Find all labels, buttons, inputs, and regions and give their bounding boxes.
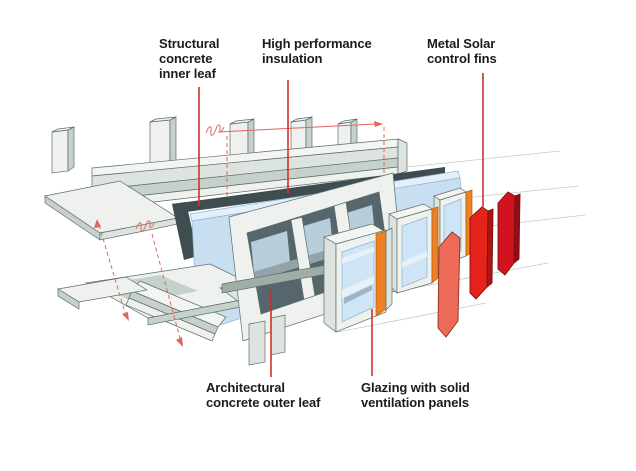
label-architectural-concrete-outer-leaf: Architectural concrete outer leaf	[206, 380, 321, 410]
label-line: Architectural	[206, 380, 285, 395]
solar-fin-back	[497, 191, 516, 276]
label-structural-concrete-inner-leaf: Structural concrete inner leaf	[159, 36, 220, 81]
label-line: Glazing with solid	[361, 380, 470, 395]
leader-lines	[198, 73, 484, 377]
label-high-performance-insulation: High performance insulation	[262, 36, 372, 66]
concrete-columns	[51, 116, 358, 174]
label-line: ventilation panels	[361, 395, 470, 410]
top-gutter-beam	[91, 138, 408, 210]
label-line: concrete	[159, 51, 213, 66]
label-line: control fins	[427, 51, 497, 66]
squiggle-mark	[205, 124, 225, 136]
label-line: inner leaf	[159, 66, 216, 81]
label-line: Structural	[159, 36, 220, 51]
label-metal-solar-control-fins: Metal Solar control fins	[427, 36, 497, 66]
solar-control-fins	[437, 191, 521, 338]
glazing-unit-middle	[388, 203, 439, 294]
label-glazing-ventilation-panels: Glazing with solid ventilation panels	[361, 380, 470, 410]
label-line: concrete outer leaf	[206, 395, 321, 410]
solar-fin-front	[437, 231, 461, 338]
label-line: High performance	[262, 36, 372, 51]
upper-slab-plate	[44, 180, 179, 241]
label-line: Metal Solar	[427, 36, 496, 51]
glazing-unit-front	[323, 223, 393, 333]
squiggle-mark	[135, 220, 155, 232]
label-line: insulation	[262, 51, 323, 66]
dimension-lines	[94, 121, 385, 347]
solar-fin-middle	[469, 206, 489, 300]
